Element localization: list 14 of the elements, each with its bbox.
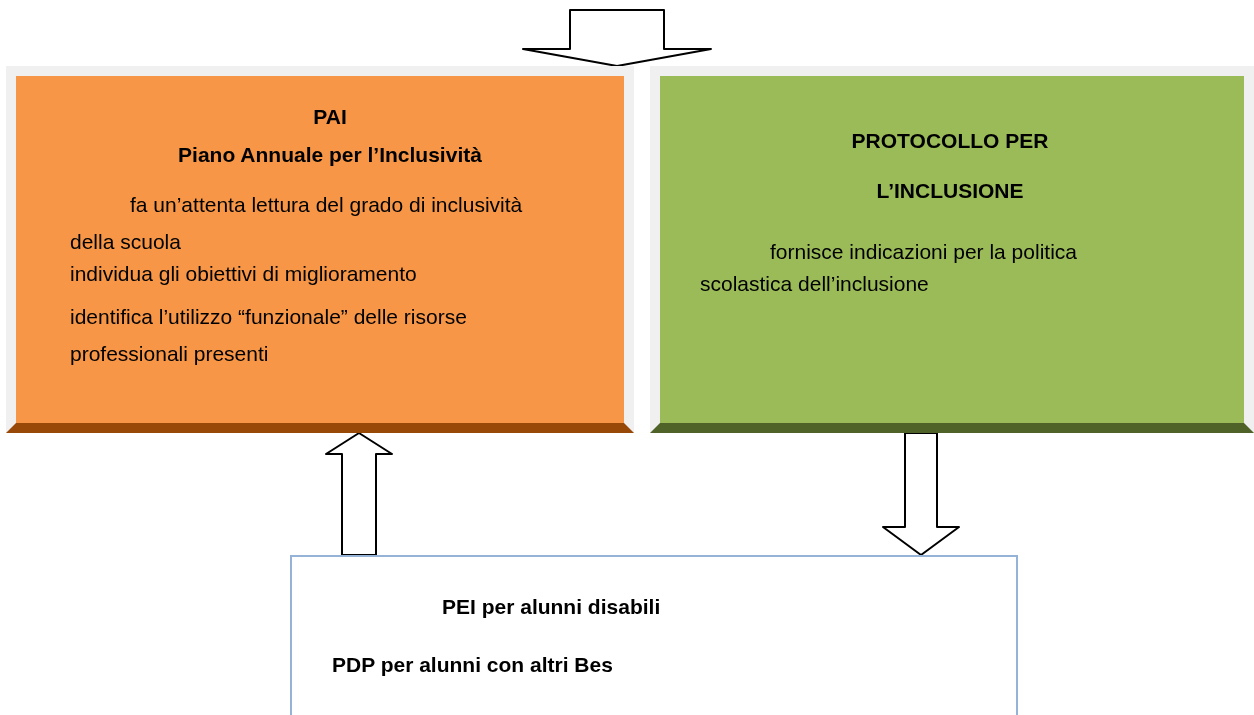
block-arrow <box>325 432 393 556</box>
box-text: individua gli obiettivi di miglioramento <box>70 261 418 287</box>
block-arrow <box>882 432 960 556</box>
box-heading: PDP per alunni con altri Bes <box>332 652 614 678</box>
box-text: fornisce indicazioni per la politica scolastica dell’inclusione <box>700 239 1078 297</box>
box-heading: PEI per alunni disabili <box>442 594 662 620</box>
box-heading: PAI <box>312 104 348 130</box>
box-text: identifica l’utilizzo “funzionale” delle risorse professionali presenti <box>70 304 468 368</box>
box-heading: Piano Annuale per l’Inclusività <box>177 142 483 168</box>
block-arrow <box>522 9 712 67</box>
text-box <box>6 66 634 433</box>
box-heading: PROTOCOLLO PER L’INCLUSIONE <box>850 128 1050 205</box>
text-box <box>290 555 1018 715</box>
text-box <box>650 66 1254 433</box>
